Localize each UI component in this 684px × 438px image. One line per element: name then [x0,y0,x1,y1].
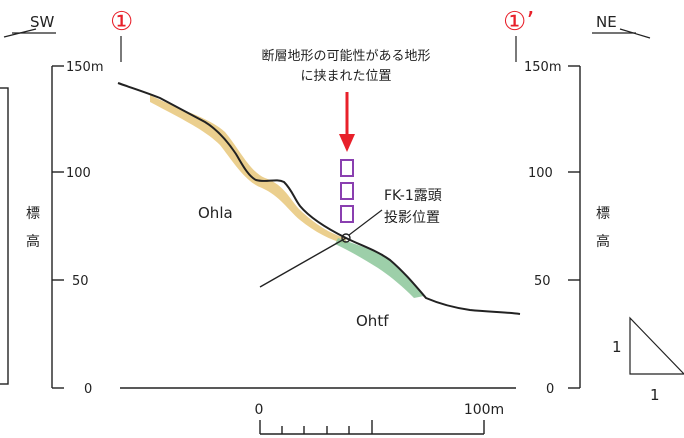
section-start-marker: ① [110,7,133,37]
unit-label-lower: Ohtf [356,312,389,330]
right-axis-label-char1: 標 [596,206,610,222]
right-axis-label-char2: 高 [596,233,610,250]
sw-direction-marker: SW [3,13,56,38]
unit-green-band [335,238,424,298]
fault-note-line2: に挟まれた位置 [300,69,391,84]
right-elevation-axis: 150m 100 50 0 標 高 [524,60,610,397]
left-elevation-axis: 150m 100 50 0 標 高 [26,60,103,397]
left-axis-label-char1: 標 [26,206,40,222]
ground-surface-profile [117,82,521,315]
outcrop-point [341,233,351,243]
sw-direction-label: SW [30,13,55,31]
fault-note-line1: 断層地形の可能性がある地形 [261,49,430,64]
left-axis-label-char2: 高 [26,233,40,250]
left-frame-edge [0,87,9,385]
left-tick-50: 50 [72,274,89,289]
right-tick-150: 150m [524,60,561,75]
horizontal-scale-bar: 0 100m [255,402,504,435]
outcrop-leader-line [348,209,383,236]
right-tick-50: 50 [534,274,551,289]
left-tick-150: 150m [66,60,103,75]
ne-direction-marker: NE [592,13,651,39]
scale-end-label: 100m [464,402,504,418]
ne-direction-label: NE [596,13,617,31]
aspect-ratio-triangle: 1 1 [612,316,684,404]
outcrop-label-line1: FK-1露頭 [384,188,442,204]
right-tick-100: 100 [528,166,553,181]
left-tick-100: 100 [66,166,91,181]
section-end-marker: ①’ [503,7,535,37]
fault-indicator-arrow [339,92,355,152]
right-tick-0: 0 [546,382,554,397]
ratio-vertical-label: 1 [612,338,622,356]
ratio-horizontal-label: 1 [650,386,660,404]
possible-fault-position-boxes [340,159,354,223]
left-tick-0: 0 [84,382,92,397]
unit-boundary-line [259,237,347,288]
scale-start-label: 0 [255,402,264,418]
unit-label-upper: Ohla [198,204,233,222]
unit-yellow-band [150,95,346,244]
outcrop-label-line2: 投影位置 [384,210,440,226]
